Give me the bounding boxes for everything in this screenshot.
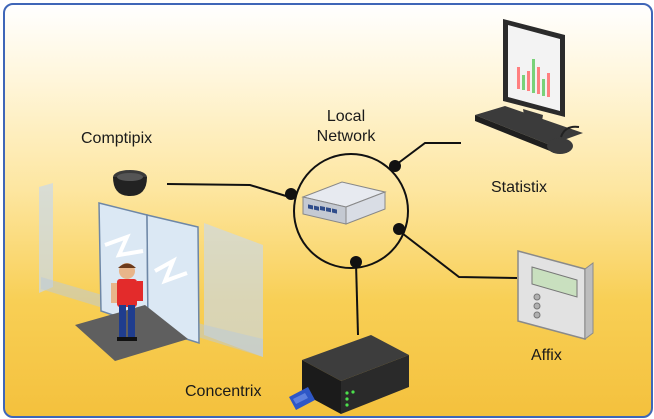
diagram-frame: Local Network Comptipix Statistix Affix … bbox=[3, 3, 653, 418]
person-icon bbox=[111, 263, 143, 341]
link-statistix bbox=[396, 142, 461, 165]
node-comptipix bbox=[285, 188, 297, 200]
comptipix-sensor-icon bbox=[113, 170, 147, 196]
concentrix-label: Concentrix bbox=[185, 383, 262, 400]
network-nodes bbox=[285, 160, 405, 268]
affix-label: Affix bbox=[531, 347, 562, 364]
bar-chart-icon bbox=[517, 59, 550, 97]
network-ring bbox=[293, 153, 409, 269]
affix-display-icon bbox=[517, 250, 594, 340]
statistix-computer-icon bbox=[475, 19, 583, 154]
concentrix-box-icon bbox=[289, 335, 409, 414]
link-concentrix bbox=[355, 262, 359, 336]
connection-lines bbox=[166, 142, 518, 336]
link-comptipix bbox=[166, 183, 287, 197]
link-affix bbox=[397, 229, 518, 279]
local-network-label: Local Network bbox=[311, 107, 381, 147]
network-switch-icon bbox=[301, 181, 387, 225]
statistix-label: Statistix bbox=[491, 179, 548, 196]
sliding-door-scene bbox=[39, 183, 263, 361]
node-concentrix bbox=[350, 256, 362, 268]
node-affix bbox=[393, 223, 405, 235]
comptipix-label: Comptipix bbox=[81, 130, 153, 147]
network-diagram bbox=[39, 19, 594, 414]
local-network-line2: Network bbox=[316, 128, 376, 145]
local-network-line1: Local bbox=[326, 108, 366, 125]
node-statistix bbox=[389, 160, 401, 172]
